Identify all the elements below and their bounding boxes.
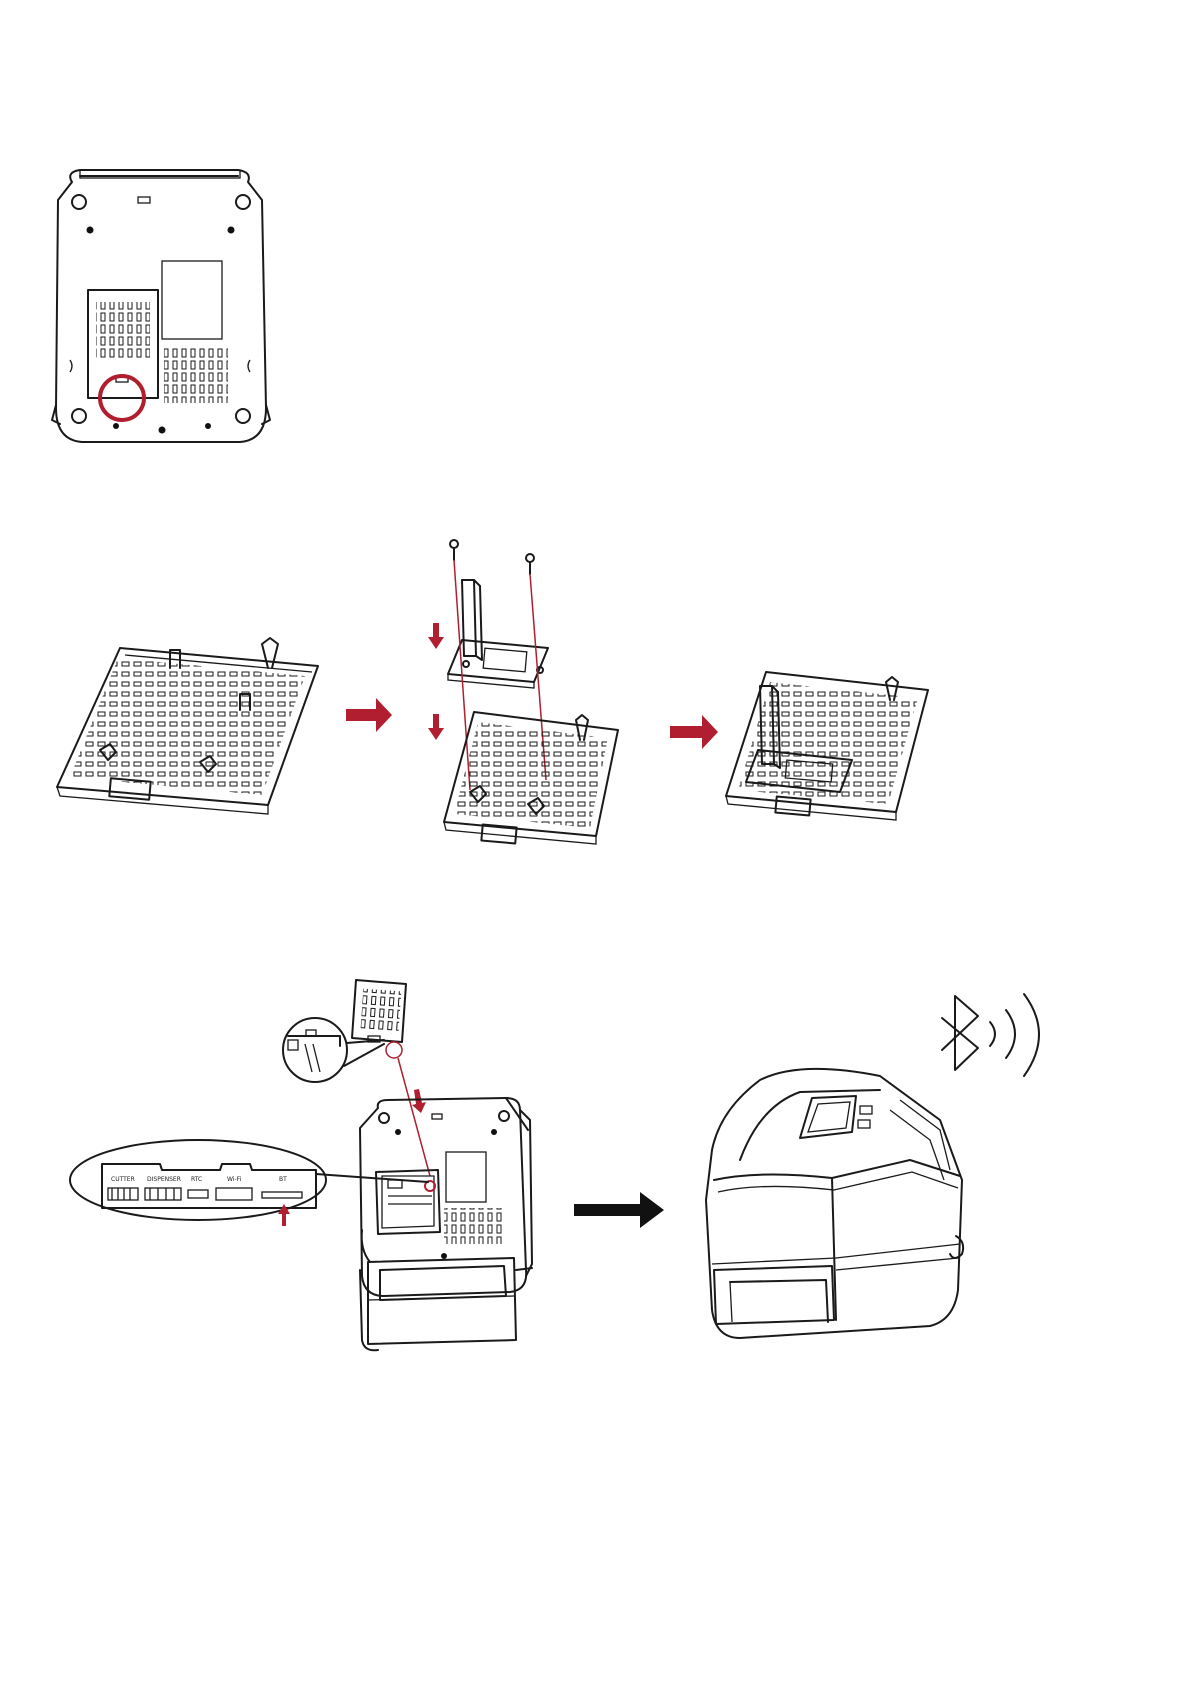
cover-plate-middle xyxy=(444,712,618,844)
clip-highlight xyxy=(386,1042,402,1058)
step-arrow-3 xyxy=(574,1192,664,1228)
port-label-dispenser: DISPENSER xyxy=(147,1176,181,1183)
screw-left xyxy=(450,540,458,560)
port-zoom-panel: CUTTER DISPENSER RTC Wi-Fi BT xyxy=(70,1140,326,1226)
cover-plate-left xyxy=(57,638,318,814)
bluetooth-icon xyxy=(942,996,978,1070)
printer-closed xyxy=(706,1069,963,1338)
step-arrow-2 xyxy=(670,715,718,749)
port-label-cutter: CUTTER xyxy=(111,1176,135,1183)
zoom-connector xyxy=(316,1174,428,1182)
port-label-bt: BT xyxy=(279,1176,287,1183)
printer-bottom-view xyxy=(52,170,270,442)
printer-inverted xyxy=(360,1098,532,1350)
guide-line xyxy=(398,1058,430,1176)
wireless-signal-icon xyxy=(990,994,1039,1076)
screw-right xyxy=(526,554,534,574)
step-arrow-1 xyxy=(346,698,392,732)
cover-plate-assembled xyxy=(726,672,928,820)
bt-cover-detached xyxy=(352,980,406,1042)
insert-arrow xyxy=(412,1089,426,1113)
port-label-rtc: RTC xyxy=(191,1176,202,1183)
port-label-wifi: Wi-Fi xyxy=(227,1176,242,1183)
